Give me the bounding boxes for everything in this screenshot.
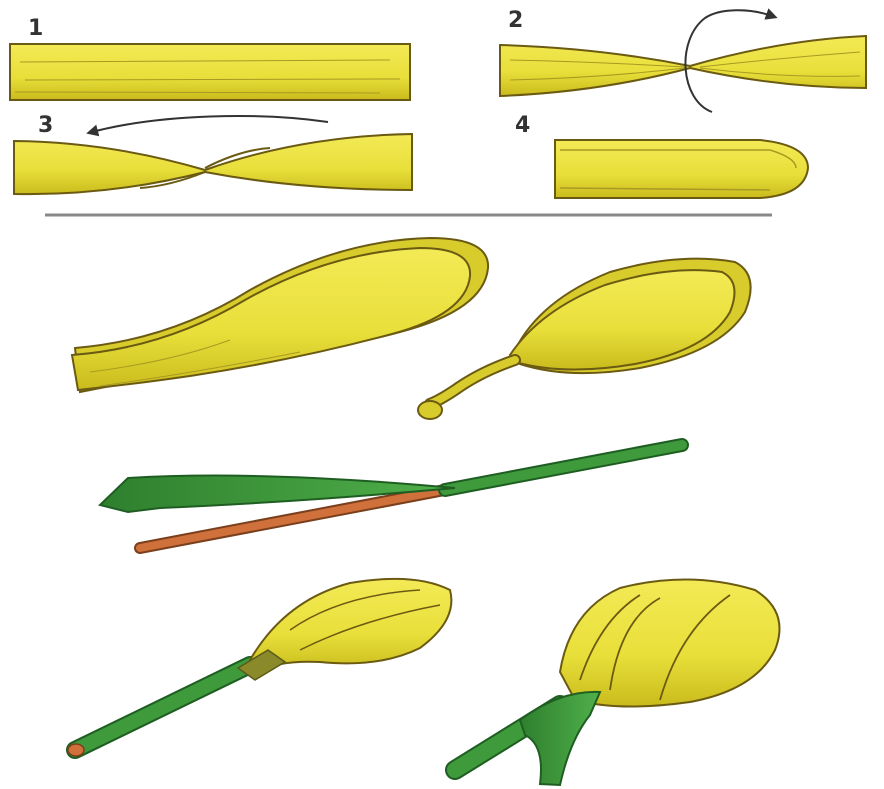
stem-left: [75, 665, 250, 750]
step-4: 4: [515, 113, 808, 198]
bud-front-petal: [510, 270, 735, 369]
stem-wrapping: [100, 445, 682, 548]
finished-flower-left: [68, 579, 451, 756]
base-knot: [418, 401, 442, 419]
leaf-wrap: [520, 692, 600, 785]
step-2-number: 2: [508, 8, 523, 33]
stem-end: [68, 744, 84, 756]
step-2: 2: [500, 8, 866, 112]
wrapped-stem: [445, 445, 682, 490]
twisted-strip: [500, 36, 866, 96]
step-4-number: 4: [515, 113, 530, 138]
step-1-number: 1: [28, 16, 43, 41]
step-3-number: 3: [38, 113, 53, 138]
twist-arrow-icon: [92, 116, 328, 132]
stacked-petals: [72, 238, 488, 392]
paper-strip: [10, 44, 410, 100]
bloom-right: [560, 579, 780, 706]
step-1: 1: [10, 16, 410, 100]
petal-front: [72, 248, 470, 390]
step-3: 3: [14, 113, 412, 194]
finished-flower-right: [455, 579, 780, 785]
twisted-base-fill: [430, 360, 515, 404]
